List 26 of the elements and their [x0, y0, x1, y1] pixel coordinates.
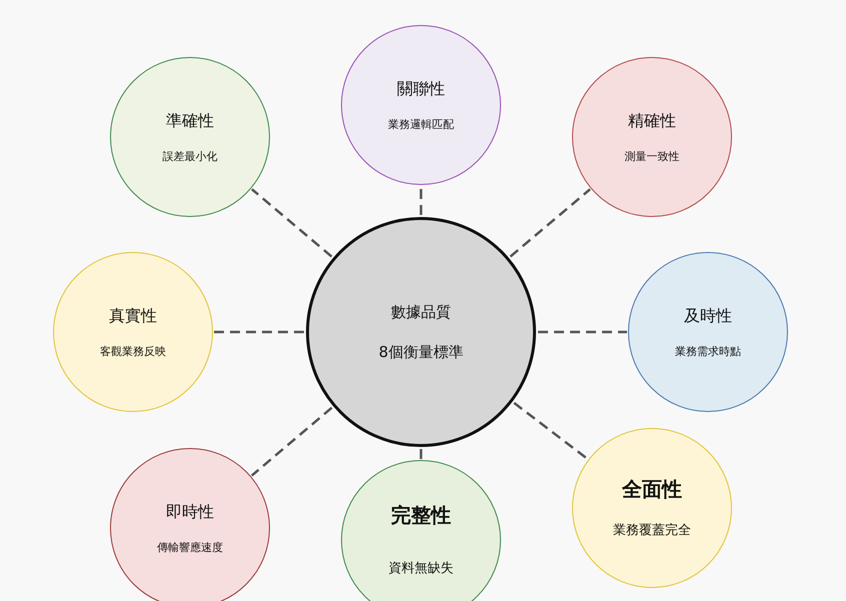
criterion-description: 傳輸響應速度	[157, 541, 223, 554]
criterion-title: 及時性	[684, 306, 732, 325]
connector-line	[538, 330, 627, 334]
criterion-title: 精確性	[628, 110, 676, 130]
connector-line	[513, 402, 588, 460]
criterion-title: 完整性	[391, 503, 451, 528]
connector-line	[250, 406, 333, 477]
connector-line	[214, 330, 304, 334]
criterion-description: 資料無缺失	[388, 561, 454, 577]
criterion-description: 誤差最小化	[162, 150, 218, 164]
connector-line	[420, 449, 422, 459]
criterion-title: 即時性	[166, 502, 214, 521]
criterion-description: 測量一致性	[624, 150, 680, 164]
criterion-title: 關聯性	[397, 78, 445, 98]
center-subtitle: 8個衡量標準	[378, 343, 464, 361]
connector-line	[251, 188, 332, 258]
criterion-title: 真實性	[109, 306, 157, 325]
connector-line	[510, 188, 591, 258]
criterion-description: 客觀業務反映	[100, 345, 166, 358]
criterion-description: 業務需求時點	[675, 345, 741, 358]
criterion-title: 全面性	[622, 477, 682, 502]
criterion-description: 業務覆蓋完全	[613, 523, 691, 539]
connector-line	[420, 186, 422, 215]
criterion-description: 業務邏輯匹配	[388, 118, 454, 132]
center-title: 數據品質	[391, 303, 451, 321]
criterion-title: 準確性	[166, 110, 214, 130]
